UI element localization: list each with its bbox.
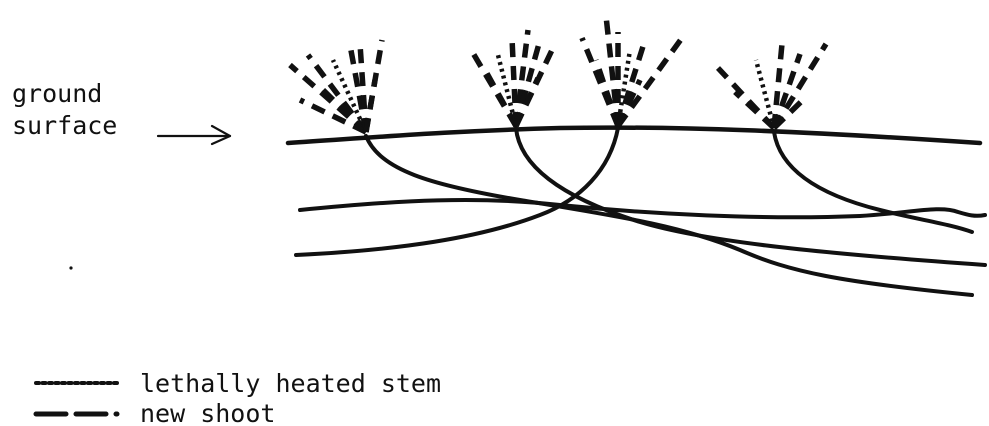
legend-label-dashed: new shoot <box>140 399 275 426</box>
plant-1 <box>290 40 382 132</box>
legend: lethally heated stem new shoot <box>36 369 441 426</box>
rhizome-network <box>296 128 985 295</box>
plant-4 <box>718 44 826 128</box>
plant-2 <box>470 30 552 126</box>
plant-3 <box>582 16 682 126</box>
ground-label-line2: surface <box>12 111 117 140</box>
legend-label-dotted: lethally heated stem <box>140 369 441 398</box>
ground-surface-line <box>288 128 980 143</box>
rhizome-2 <box>516 128 985 265</box>
ground-label-line1: ground <box>12 79 102 108</box>
ground-arrow-icon <box>158 126 230 144</box>
stray-dot <box>69 266 72 269</box>
